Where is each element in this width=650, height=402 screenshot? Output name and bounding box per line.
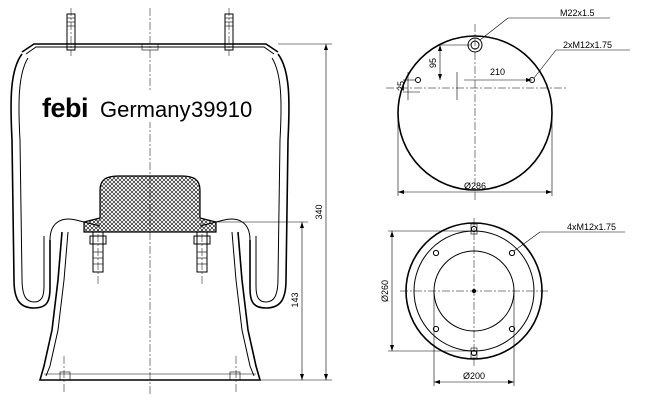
side-view: 340 143 febi Germany 39910 — [10, 8, 332, 395]
dim-stud-spacing-label: 210 — [490, 67, 505, 77]
part-number: 39910 — [191, 97, 252, 122]
bolt-hole — [470, 349, 478, 357]
febi-logo: febi — [42, 93, 88, 123]
top-stud-hole-left — [415, 77, 421, 83]
dim-offset-25-label: 25 — [396, 81, 406, 91]
bolt-hole — [508, 325, 516, 333]
thread-holes-label: 4xM12x1.75 — [567, 222, 616, 232]
piston-cap — [83, 175, 217, 233]
brand-country: Germany — [100, 97, 190, 122]
bolt-hole — [470, 225, 478, 233]
top-view: M22x1.5 2xM12x1.75 210 95 25 Ø286 — [386, 8, 630, 200]
dim-piston-height-label: 143 — [290, 292, 300, 307]
thread-studs-label: 2xM12x1.75 — [563, 40, 612, 50]
bolt-hole — [432, 325, 440, 333]
thread-center-label: M22x1.5 — [560, 8, 595, 18]
bottom-view: 4xM12x1.75 Ø260 Ø200 — [380, 218, 625, 386]
bellows-left-outer — [10, 53, 51, 309]
bolt-holes — [432, 223, 516, 359]
dim-height-label: 340 — [314, 204, 324, 219]
center-thread-hole — [470, 40, 480, 50]
bolt-hole — [432, 249, 440, 257]
center-boss — [141, 43, 159, 51]
bolt-hole — [508, 249, 516, 257]
bellows-right-outer — [249, 53, 290, 309]
dim-diameter-260-label: Ø260 — [380, 280, 390, 302]
dim-diameter-200-label: Ø200 — [463, 371, 485, 381]
dim-offset-95-label: 95 — [428, 58, 438, 68]
dim-diameter-286-label: Ø286 — [464, 181, 486, 191]
